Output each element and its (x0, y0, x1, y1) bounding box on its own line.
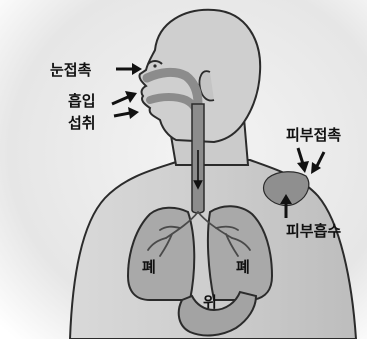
label-eye-contact: 눈접촉 (50, 61, 92, 79)
label-inhalation: 흡입 (68, 92, 96, 110)
label-stomach: 위 (203, 293, 217, 311)
label-lung-right: 폐 (236, 258, 250, 276)
label-lung-left: 폐 (142, 258, 156, 276)
label-ingestion: 섭취 (68, 114, 96, 132)
label-skin-absorption: 피부흡수 (286, 222, 341, 240)
eye-pupil (153, 64, 156, 67)
label-skin-contact: 피부접촉 (286, 126, 341, 144)
